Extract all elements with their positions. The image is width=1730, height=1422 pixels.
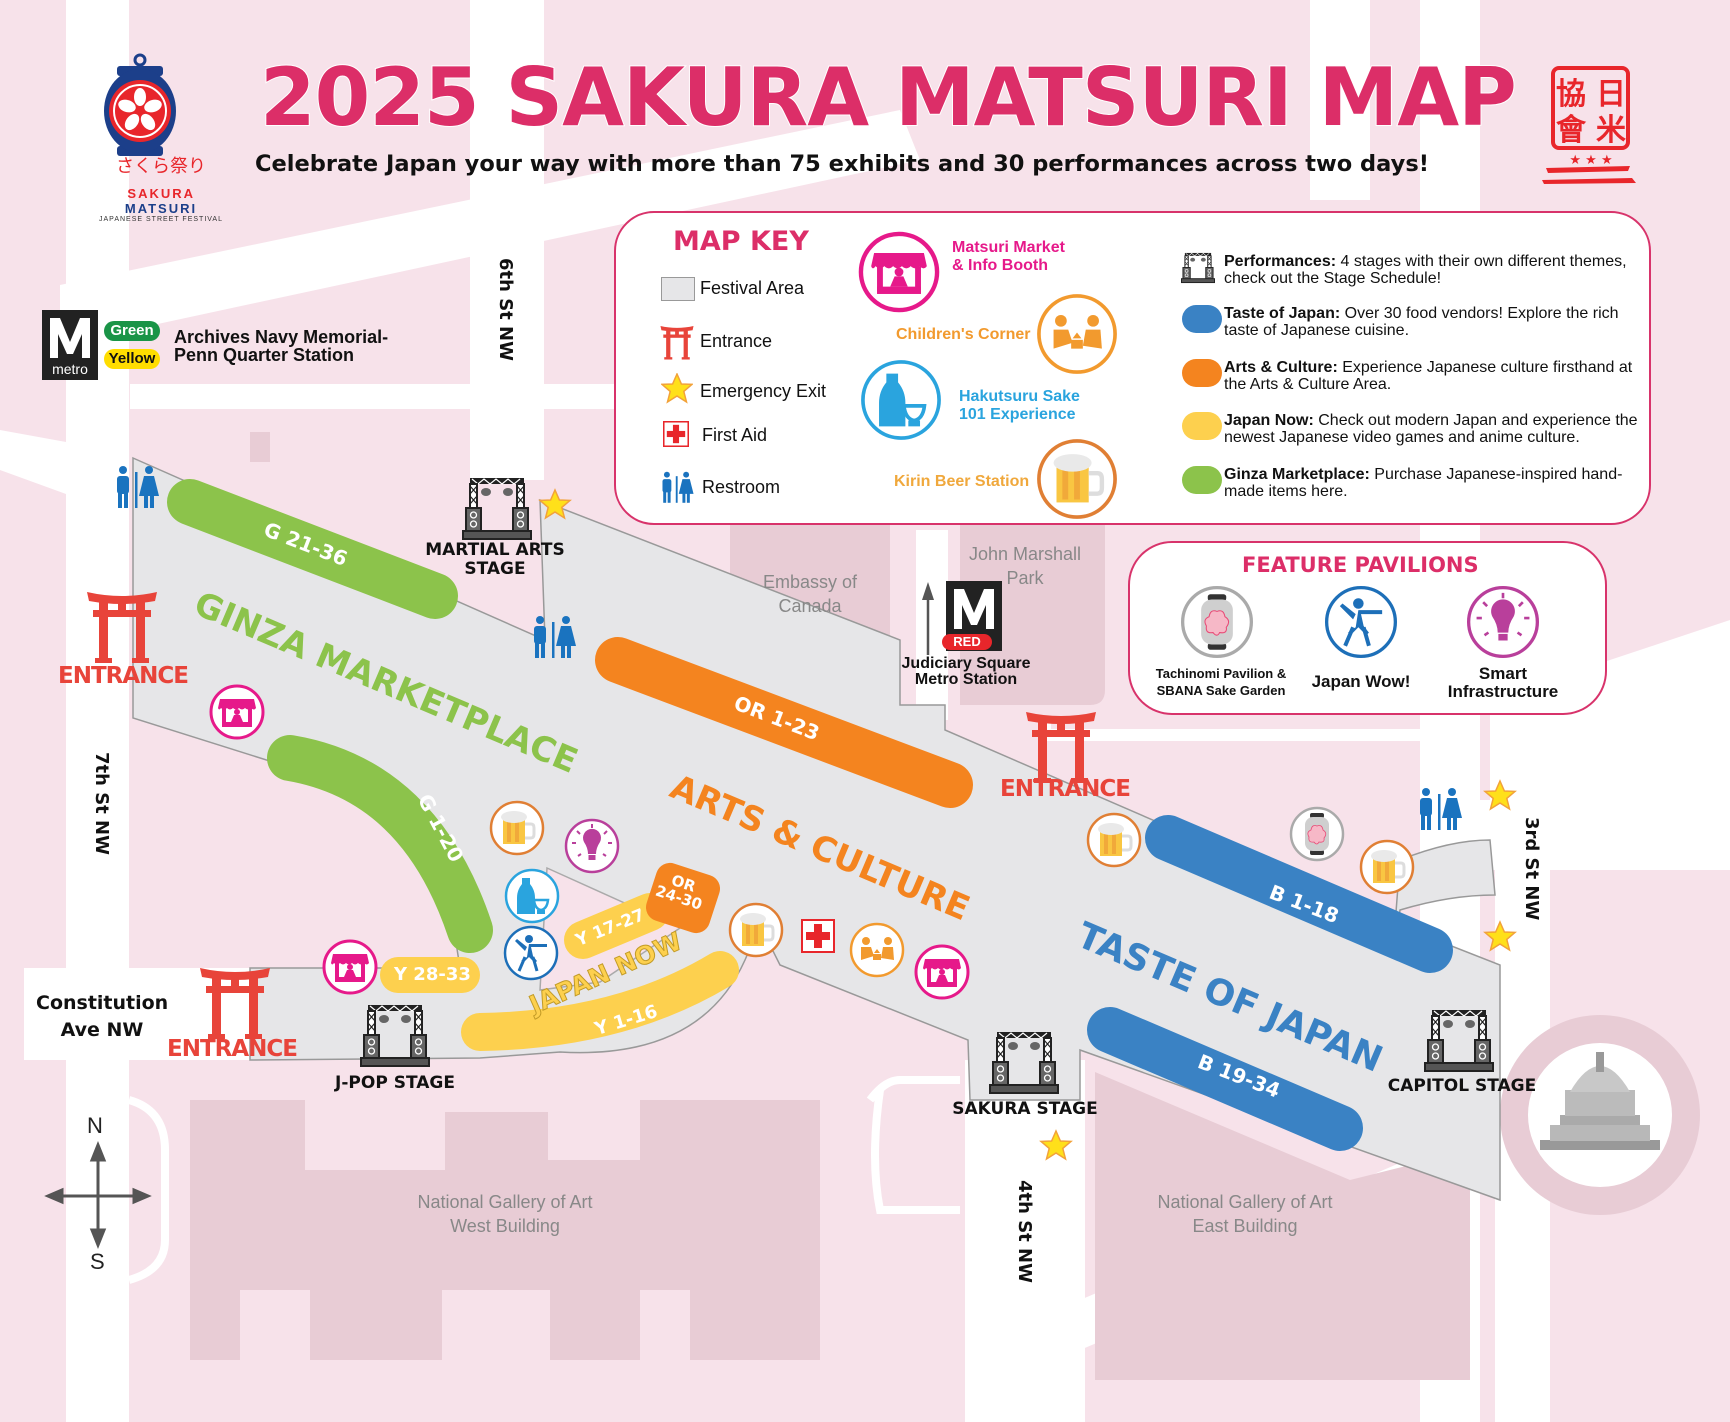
beer-icon	[1036, 438, 1118, 520]
logo-lantern-icon	[104, 53, 176, 156]
map-key: MAP KEY Festival Area Entrance Emergency…	[614, 211, 1651, 525]
svg-text:協: 協	[1556, 77, 1586, 112]
compass-north: N	[87, 1113, 103, 1138]
street-3rd: 3rd St NW	[1521, 817, 1542, 921]
stage-jpop[interactable]: J-POP STAGE	[335, 1073, 455, 1093]
seal-icon: 日 米 協 會 ★ ★ ★	[1542, 66, 1636, 184]
svg-text:日: 日	[1596, 77, 1626, 112]
lantern-icon	[1180, 585, 1254, 659]
legend-beer-station: Kirin Beer Station	[894, 473, 1030, 490]
japan-wow-icon	[1324, 585, 1398, 659]
stage-sakura[interactable]: SAKURA STAGE	[952, 1099, 1098, 1119]
legend-swatch-arts	[1182, 359, 1222, 387]
legend-japan-now: Japan Now: Check out modern Japan and ex…	[1224, 412, 1638, 446]
pavilion-smart-infra: Smart Infrastructure	[1447, 664, 1559, 701]
compass-icon	[44, 1140, 152, 1250]
street-7th: 7th St NW	[91, 752, 112, 855]
logo: さくら祭り SAKURA MATSURI JAPANESE STREET FES…	[96, 152, 226, 223]
pavilion-japan-wow: Japan Wow!	[1311, 672, 1411, 691]
legend-first-aid: First Aid	[702, 425, 768, 445]
legend-swatch-taste	[1182, 305, 1222, 333]
metro-line-red: RED	[942, 634, 992, 650]
svg-text:米: 米	[1596, 113, 1626, 148]
legend-performances: Performances: 4 stages with their own di…	[1224, 253, 1627, 287]
lightbulb-icon	[1466, 585, 1540, 659]
restroom-icon	[662, 471, 694, 503]
sake-icon	[861, 360, 941, 440]
feature-pavilions: FEATURE PAVILIONS Tachinomi Pavilion & S…	[1128, 541, 1607, 715]
children-icon	[1037, 294, 1117, 374]
metro-archives-station: Archives Navy Memorial- Penn Quarter Sta…	[174, 327, 389, 365]
legend-sake: Hakutsuru Sake 101 Experience	[959, 388, 1080, 423]
logo-japanese: さくら祭り	[116, 156, 206, 176]
logo-name-matsuri: MATSURI	[124, 201, 198, 216]
entrance-east[interactable]: ENTRANCE	[1000, 776, 1131, 802]
metro-line-yellow: Yellow	[104, 349, 160, 369]
star-icon	[661, 373, 693, 403]
compass-south: S	[90, 1249, 105, 1274]
entrance-south[interactable]: ENTRANCE	[167, 1036, 298, 1062]
pavilion-tachinomi: Tachinomi Pavilion & SBANA Sake Garden	[1155, 666, 1287, 698]
page-subtitle: Celebrate Japan your way with more than …	[255, 151, 1429, 177]
legend-entrance: Entrance	[700, 331, 773, 351]
street-6th: 6th St NW	[495, 258, 516, 361]
stage-icon	[1181, 252, 1215, 284]
legend-market-booth: Matsuri Market & Info Booth	[952, 239, 1065, 274]
svg-text:會: 會	[1556, 113, 1587, 148]
legend-swatch-ginza	[1182, 466, 1222, 494]
stage-capitol[interactable]: CAPITOL STAGE	[1387, 1076, 1537, 1096]
festival-area-swatch	[661, 277, 695, 301]
legend-taste-of-japan: Taste of Japan: Over 30 food vendors! Ex…	[1224, 305, 1619, 339]
metro-judiciary-station: Judiciary Square Metro Station	[901, 655, 1031, 688]
metro-line-green: Green	[104, 321, 160, 341]
logo-name-sakura: SAKURA	[127, 186, 195, 201]
entrance-west[interactable]: ENTRANCE	[58, 663, 189, 689]
legend-childrens-corner: Children's Corner	[896, 326, 1031, 343]
logo-tagline: JAPANESE STREET FESTIVAL	[99, 216, 223, 223]
legend-swatch-japan-now	[1182, 412, 1222, 440]
legend-arts-culture: Arts & Culture: Experience Japanese cult…	[1224, 359, 1633, 393]
stall-y28-33[interactable]: Y 28-33	[394, 964, 471, 985]
street-constitution: Constitution Ave NW	[36, 992, 169, 1041]
legend-emergency-exit: Emergency Exit	[700, 381, 827, 401]
market-booth-icon	[858, 231, 940, 313]
map-key-title: MAP KEY	[673, 226, 809, 257]
legend-festival-area: Festival Area	[700, 278, 805, 298]
svg-text:★ ★ ★: ★ ★ ★	[1569, 153, 1612, 168]
torii-gate-icon	[660, 326, 694, 360]
feature-pavilions-title: FEATURE PAVILIONS	[1242, 553, 1479, 577]
capitol-icon	[1540, 1052, 1660, 1150]
legend-ginza: Ginza Marketplace: Purchase Japanese-ins…	[1224, 466, 1623, 500]
stall-pills	[167, 479, 1453, 1151]
first-aid-icon	[663, 421, 689, 447]
page-title: 2025 SAKURA MATSURI MAP	[259, 51, 1518, 144]
legend-restroom: Restroom	[702, 477, 781, 497]
street-4th: 4th St NW	[1014, 1180, 1035, 1283]
